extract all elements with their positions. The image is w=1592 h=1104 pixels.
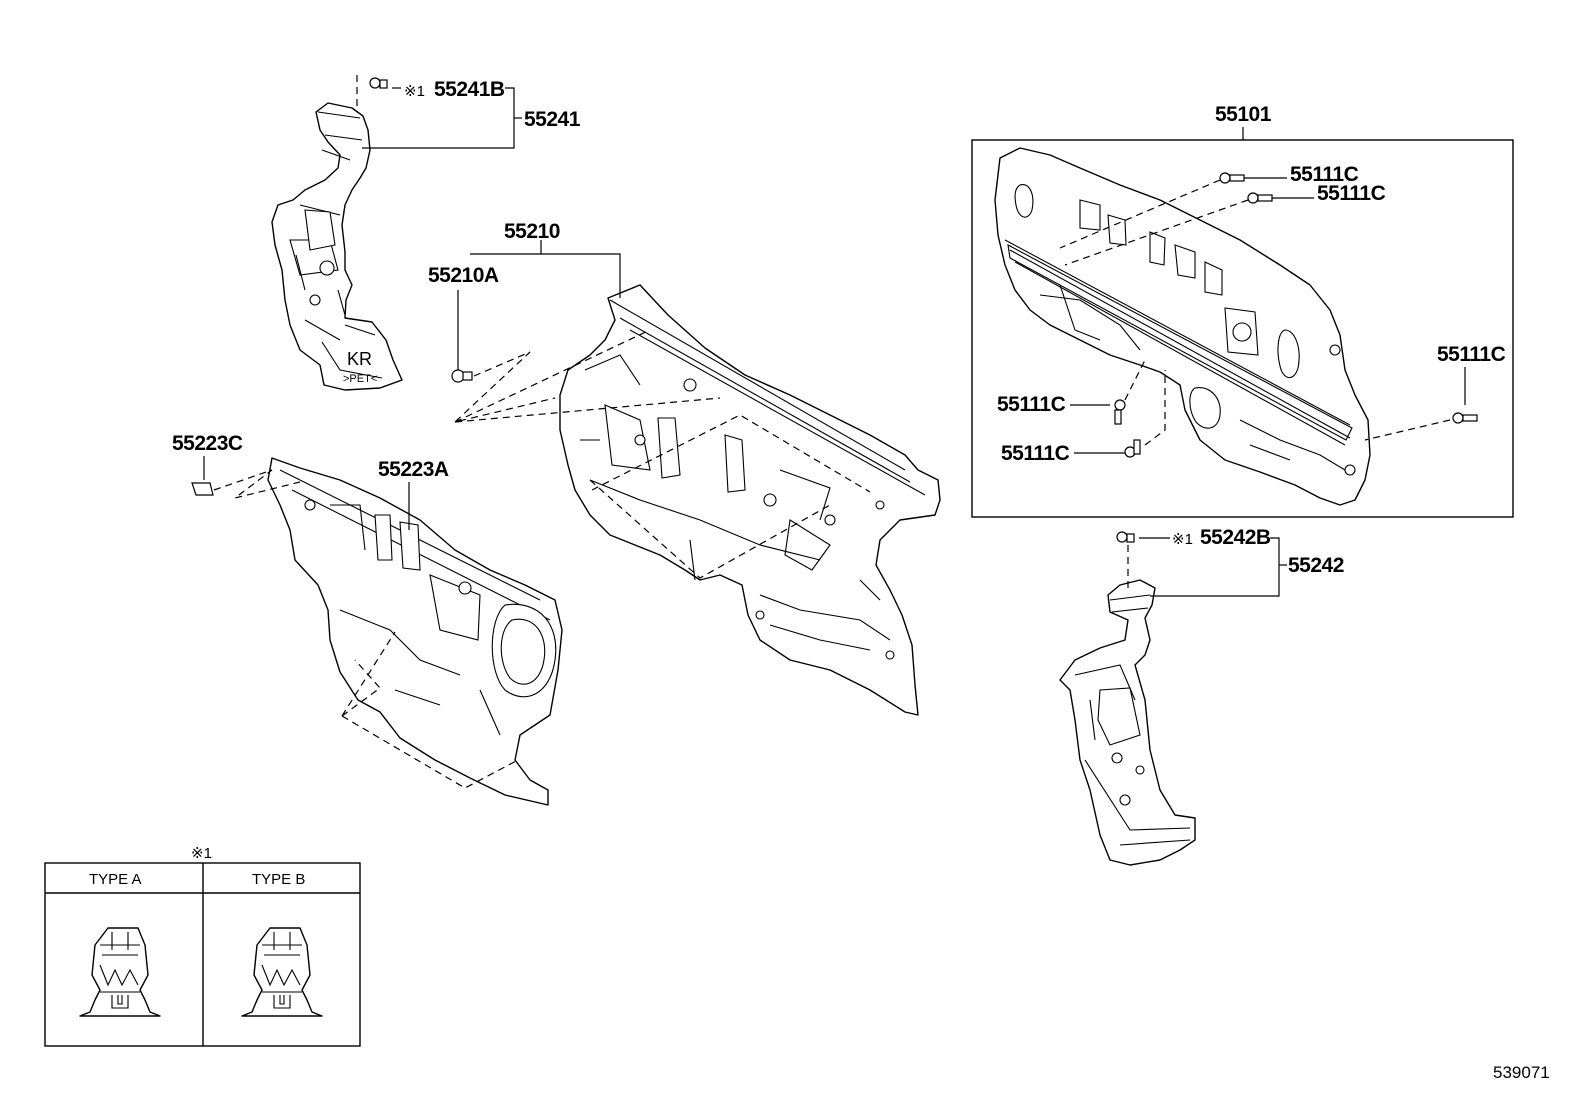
label-55223C: 55223C bbox=[172, 432, 243, 455]
note-mark-55242B: ※1 bbox=[1172, 531, 1193, 548]
part-55241-bracket: KR >PET< bbox=[271, 102, 403, 391]
clip-type-a-icon bbox=[79, 927, 161, 1017]
part-55210-dash-panel bbox=[559, 284, 941, 716]
bolt-55111C-4 bbox=[1124, 439, 1141, 458]
label-55223A: 55223A bbox=[378, 458, 449, 481]
part-text-kr: KR bbox=[347, 349, 372, 369]
bolt-55111C-2 bbox=[1247, 192, 1273, 204]
legend-type-a: TYPE A bbox=[89, 871, 142, 888]
part-55242-bracket bbox=[1059, 579, 1196, 866]
label-55111C-1: 55111C bbox=[1290, 163, 1359, 186]
legend-table bbox=[44, 862, 361, 1047]
fastener-55241B bbox=[356, 75, 388, 112]
bolt-55111C-5 bbox=[1452, 412, 1478, 424]
label-55241: 55241 bbox=[524, 108, 581, 131]
diagram-id: 539071 bbox=[1493, 1063, 1550, 1082]
label-55210A: 55210A bbox=[428, 264, 499, 287]
label-55242: 55242 bbox=[1288, 554, 1344, 577]
label-55241B: 55241B bbox=[434, 78, 505, 101]
fastener-55242B bbox=[1116, 531, 1135, 543]
label-55111C-2: 55111C bbox=[1317, 182, 1386, 205]
note-mark-55241B: ※1 bbox=[404, 83, 425, 100]
label-55210: 55210 bbox=[504, 220, 560, 243]
clip-55210A bbox=[451, 369, 473, 383]
bolt-55111C-3 bbox=[1114, 399, 1126, 425]
part-55101-dash-panel bbox=[994, 147, 1371, 506]
legend-mark: ※1 bbox=[191, 845, 212, 862]
label-55111C-5: 55111C bbox=[1437, 343, 1506, 366]
part-55223A-insulator bbox=[267, 457, 563, 806]
label-55242B: 55242B bbox=[1200, 526, 1271, 549]
label-55111C-4: 55111C bbox=[1001, 442, 1070, 465]
clip-55223C bbox=[191, 482, 214, 496]
label-55101: 55101 bbox=[1215, 103, 1272, 126]
bolt-55111C-1 bbox=[1219, 172, 1245, 184]
legend-type-b: TYPE B bbox=[252, 871, 305, 888]
part-text-pet: >PET< bbox=[343, 373, 377, 385]
label-55111C-3: 55111C bbox=[997, 393, 1066, 416]
clip-type-b-icon bbox=[241, 927, 323, 1017]
